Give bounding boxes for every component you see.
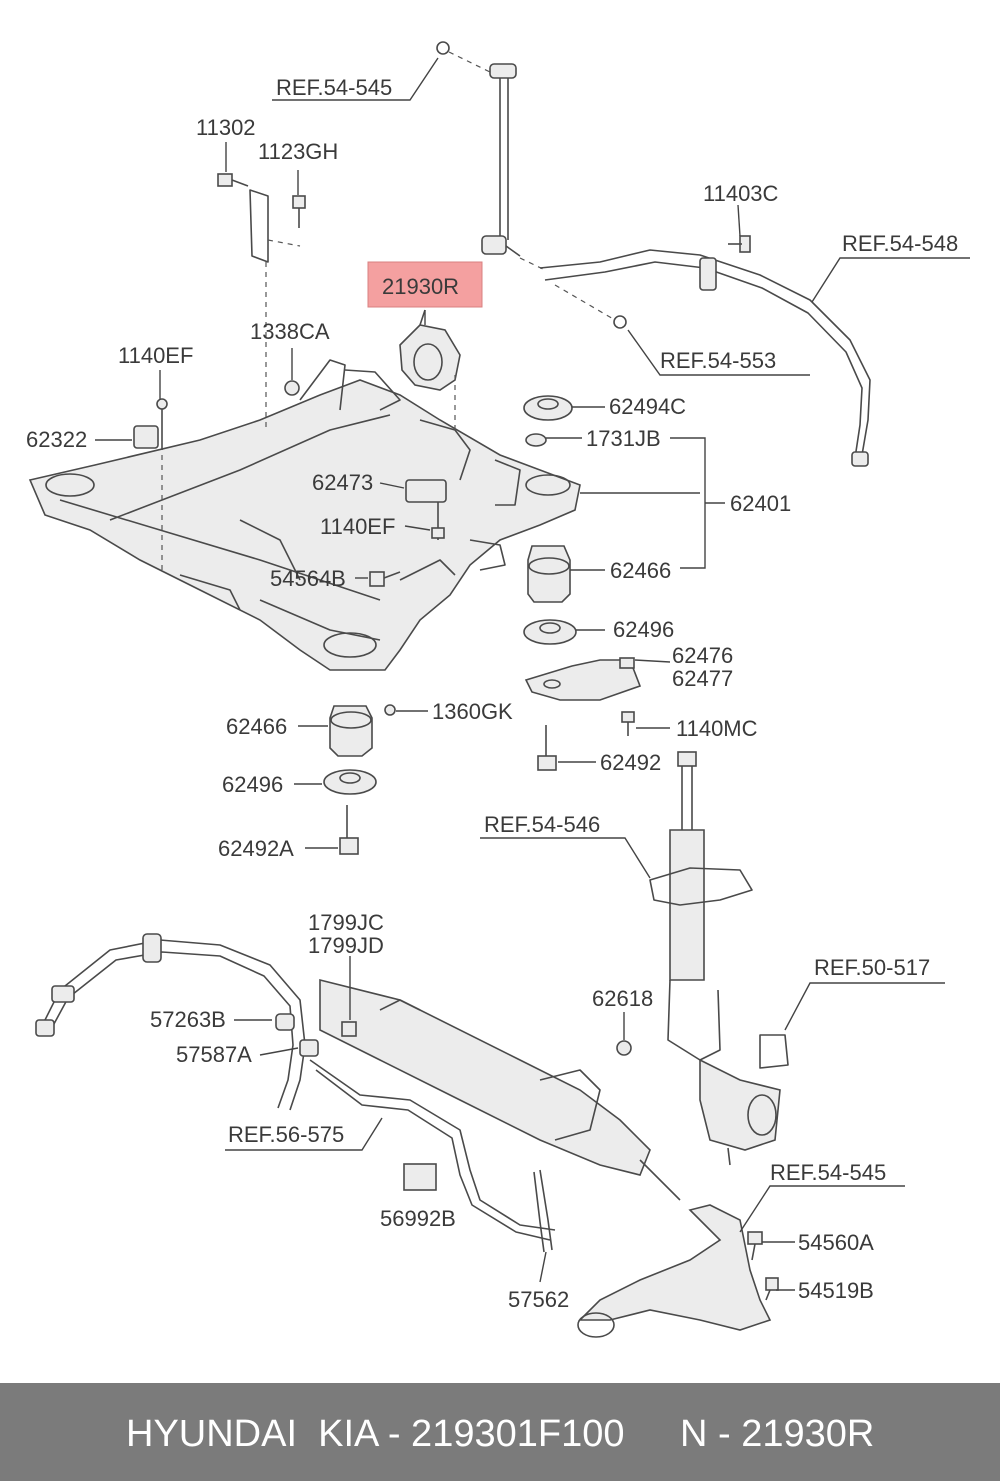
nut-1338CA [284, 380, 300, 396]
label-1338CA: 1338CA [250, 319, 330, 344]
label-ref-54-553: REF.54-553 [660, 348, 776, 373]
label-ref-54-545-bottom: REF.54-545 [770, 1160, 886, 1185]
label-54560A: 54560A [798, 1230, 874, 1255]
label-54564B: 54564B [270, 566, 346, 591]
subframe-crossmember [28, 359, 581, 671]
label-62322: 62322 [26, 427, 87, 452]
bolt-1123GH [292, 195, 306, 228]
label-62473: 62473 [312, 470, 373, 495]
label-1140EF-mid: 1140EF [320, 514, 395, 539]
label-1799JC: 1799JC [308, 910, 384, 935]
label-62618: 62618 [592, 986, 653, 1011]
label-62496-right: 62496 [613, 617, 674, 642]
label-1140EF-top: 1140EF [118, 343, 193, 368]
mount-stack-right [523, 395, 642, 771]
stabilizer-link [436, 41, 546, 271]
label-62401: 62401 [730, 491, 791, 516]
mount-stack-left [323, 704, 396, 855]
label-1360GK: 1360GK [432, 699, 513, 724]
label-62476: 62476 [672, 643, 733, 668]
label-ref-54-545-top: REF.54-545 [276, 75, 392, 100]
label-ref-54-548: REF.54-548 [842, 231, 958, 256]
stabilizer-bar [539, 235, 871, 467]
label-62466-left: 62466 [226, 714, 287, 739]
part-labels: REF.54-545 11302 1123GH 11403C REF.54-54… [26, 75, 958, 1312]
label-11403C: 11403C [703, 181, 779, 206]
label-54519B: 54519B [798, 1278, 874, 1303]
label-62466-right: 62466 [610, 558, 671, 583]
label-62496-left: 62496 [222, 772, 283, 797]
bracket-62322 [133, 398, 168, 575]
footer-reference-number: N - 21930R [680, 1413, 875, 1455]
label-11302: 11302 [196, 115, 256, 140]
label-21930R: 21930R [382, 274, 459, 299]
label-ref-56-575: REF.56-575 [228, 1122, 344, 1147]
highlight-box-21930R [367, 261, 483, 308]
label-62494C: 62494C [609, 394, 686, 419]
lower-control-arm [577, 1204, 779, 1338]
label-1731JB: 1731JB [586, 426, 661, 451]
strut-assembly [616, 751, 789, 1166]
label-56992B: 56992B [380, 1206, 456, 1231]
footer-bar: HYUNDAI KIA - 219301F100 N - 21930R [0, 1383, 1000, 1481]
leader-lines [95, 57, 970, 1291]
steering-rack [309, 978, 681, 1253]
bushing-21930R [399, 309, 461, 430]
label-57587A: 57587A [176, 1042, 252, 1067]
label-ref-54-546: REF.54-546 [484, 812, 600, 837]
suspension-parts-diagram: REF.54-545 11302 1123GH 11403C REF.54-54… [26, 41, 970, 1338]
footer-brand-part-number: HYUNDAI KIA - 219301F100 [126, 1413, 625, 1455]
pressure-hose [35, 933, 319, 1111]
bolt-11302 [217, 173, 301, 430]
label-1123GH: 1123GH [258, 139, 338, 164]
label-ref-50-517: REF.50-517 [814, 955, 930, 980]
label-1799JD: 1799JD [308, 933, 384, 958]
bolt-54564B [369, 571, 401, 587]
bracket-62473 [405, 479, 447, 540]
label-1140MC: 1140MC [676, 716, 758, 741]
label-62477: 62477 [672, 666, 733, 691]
label-62492: 62492 [600, 750, 661, 775]
label-57562: 57562 [508, 1287, 569, 1312]
label-57263B: 57263B [150, 1007, 226, 1032]
label-62492A: 62492A [218, 836, 294, 861]
